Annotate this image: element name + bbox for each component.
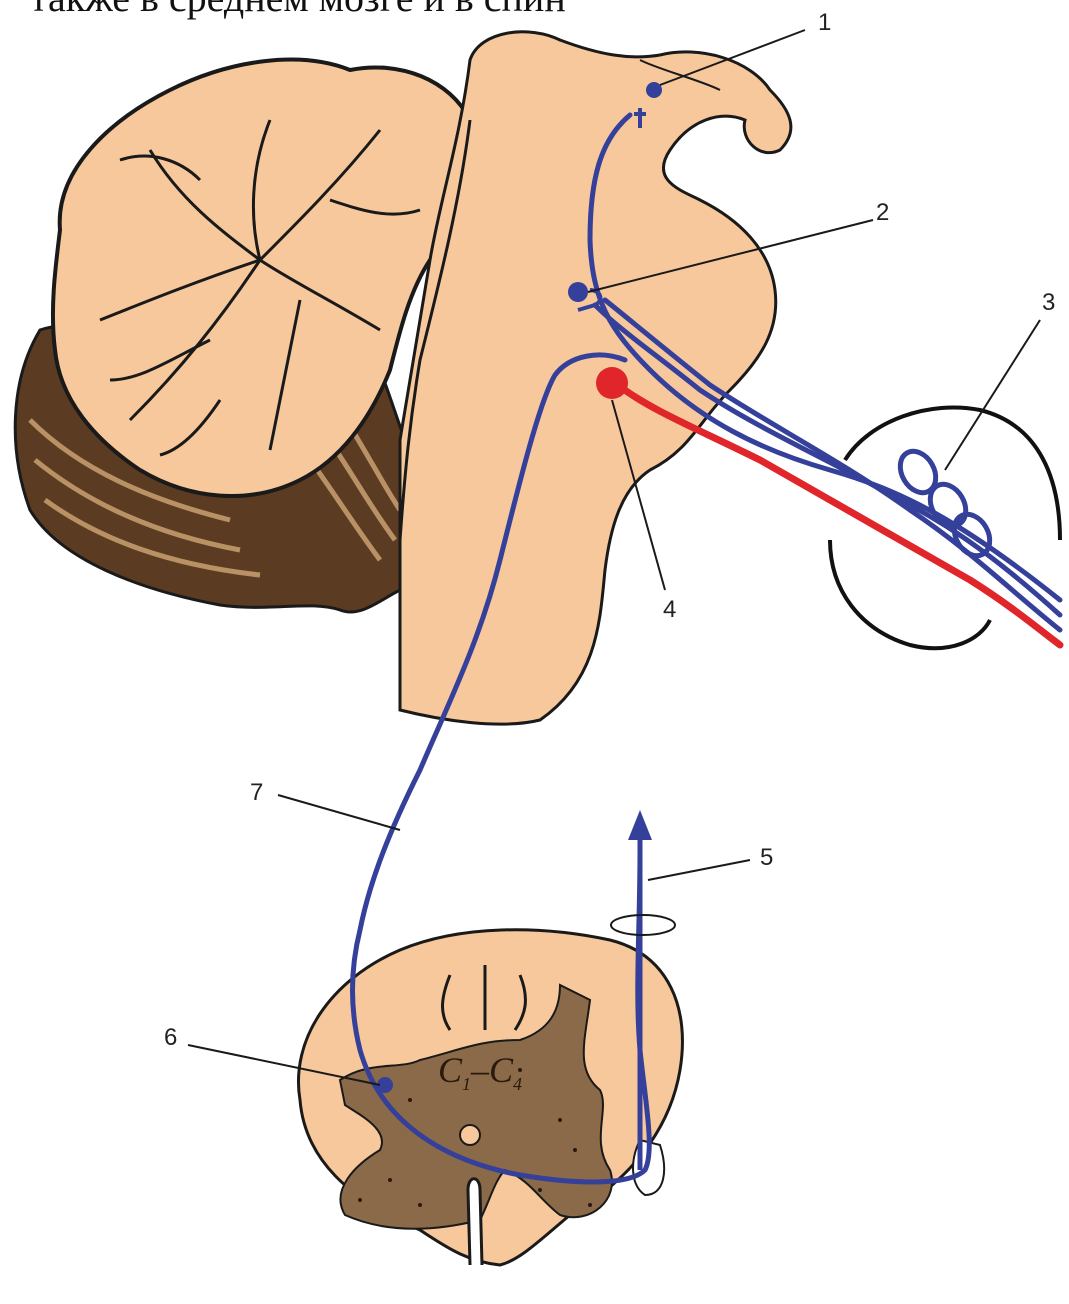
leader-7 (278, 795, 400, 830)
label-2: 2 (876, 199, 889, 226)
brainstem (400, 32, 791, 724)
label-1: 1 (818, 9, 831, 36)
leader-3 (945, 320, 1040, 470)
segment-label: C1–C4 (438, 1050, 522, 1094)
nucleus-2 (568, 282, 588, 302)
red-pathway (618, 385, 1060, 645)
label-4: 4 (663, 596, 676, 623)
red-nucleus (596, 367, 628, 399)
ventral-fissure (468, 1179, 482, 1265)
label-7: 7 (250, 779, 263, 806)
spinal-cord-section (298, 930, 682, 1265)
label-3: 3 (1042, 289, 1055, 316)
eye-outline-upper (845, 407, 1060, 540)
eye-outline-lower (830, 540, 990, 648)
label-5: 5 (760, 844, 773, 871)
central-canal (460, 1125, 480, 1145)
brainstem-body (400, 32, 791, 724)
leader-5 (648, 860, 750, 880)
label-6: 6 (164, 1024, 177, 1051)
nucleus-1 (646, 82, 662, 98)
